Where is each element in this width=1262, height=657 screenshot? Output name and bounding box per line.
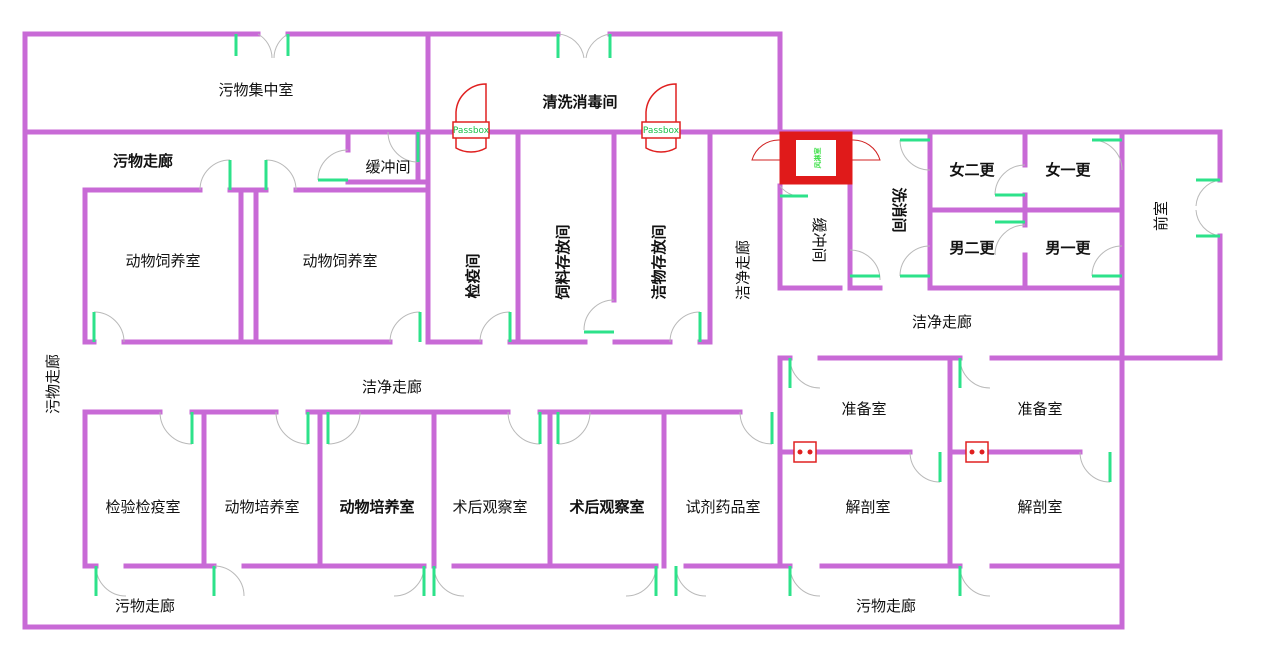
label-clean-storage: 洁物存放间 bbox=[650, 224, 668, 299]
label-female-change-2: 女二更 bbox=[949, 161, 995, 179]
label-wash-disinfect: 洗消间 bbox=[890, 187, 908, 232]
label-animal-culture-1: 动物培养室 bbox=[224, 498, 299, 516]
label-feed-storage: 饲料存放间 bbox=[554, 224, 572, 300]
label-clean-corridor-right: 洁净走廊 bbox=[912, 313, 972, 331]
label-reagent-drug: 试剂药品室 bbox=[685, 498, 760, 516]
label-clean-corridor-vertical: 洁净走廊 bbox=[734, 240, 752, 300]
label-animal-feeding-1: 动物饲养室 bbox=[125, 252, 200, 270]
passbox-label-1: Passbox bbox=[453, 126, 490, 136]
label-dirty-corridor-left: 污物走廊 bbox=[44, 354, 62, 414]
label-prep-room-1: 准备室 bbox=[841, 400, 886, 418]
label-male-change-1: 男一更 bbox=[1045, 239, 1091, 257]
label-front-room: 前室 bbox=[1152, 201, 1170, 231]
air-shower-label: 风淋室 bbox=[813, 148, 822, 169]
label-prep-room-2: 准备室 bbox=[1017, 400, 1062, 418]
label-animal-feeding-2: 动物饲养室 bbox=[302, 252, 377, 270]
label-postop-obs-1: 术后观察室 bbox=[452, 498, 527, 516]
label-clean-corridor-center: 洁净走廊 bbox=[362, 378, 422, 396]
label-quarantine-room: 检疫间 bbox=[464, 253, 482, 298]
air-shower: 风淋室 bbox=[751, 131, 881, 185]
label-waste-collection: 污物集中室 bbox=[218, 81, 293, 99]
passbox-label-2: Passbox bbox=[643, 126, 680, 136]
label-cleaning-disinfection: 清洗消毒间 bbox=[542, 93, 617, 111]
label-inspection-quarantine: 检验检疫室 bbox=[105, 498, 180, 516]
label-postop-obs-2: 术后观察室 bbox=[569, 498, 644, 516]
sink-1 bbox=[793, 441, 817, 463]
label-dirty-corridor-top: 污物走廊 bbox=[113, 152, 173, 170]
label-buffer-room-1: 缓冲间 bbox=[365, 158, 410, 176]
room-labels: 污物集中室 清洗消毒间 污物走廊 缓冲间 动物饲养室 动物饲养室 检疫间 饲料存… bbox=[44, 81, 1170, 615]
label-female-change-1: 女一更 bbox=[1045, 161, 1091, 179]
label-dirty-corridor-bottom-right: 污物走廊 bbox=[856, 597, 916, 615]
passbox-2: Passbox bbox=[641, 83, 681, 153]
sink-2 bbox=[965, 441, 989, 463]
label-dissection-1: 解剖室 bbox=[845, 498, 890, 516]
passbox-1: Passbox bbox=[452, 83, 490, 153]
label-animal-culture-2: 动物培养室 bbox=[339, 498, 414, 516]
label-dirty-corridor-bottom-left: 污物走廊 bbox=[115, 597, 175, 615]
doors bbox=[92, 33, 1221, 597]
label-male-change-2: 男二更 bbox=[949, 239, 995, 257]
label-dissection-2: 解剖室 bbox=[1017, 498, 1062, 516]
label-buffer-room-2: 缓冲间 bbox=[810, 217, 828, 262]
walls bbox=[22, 31, 1223, 630]
